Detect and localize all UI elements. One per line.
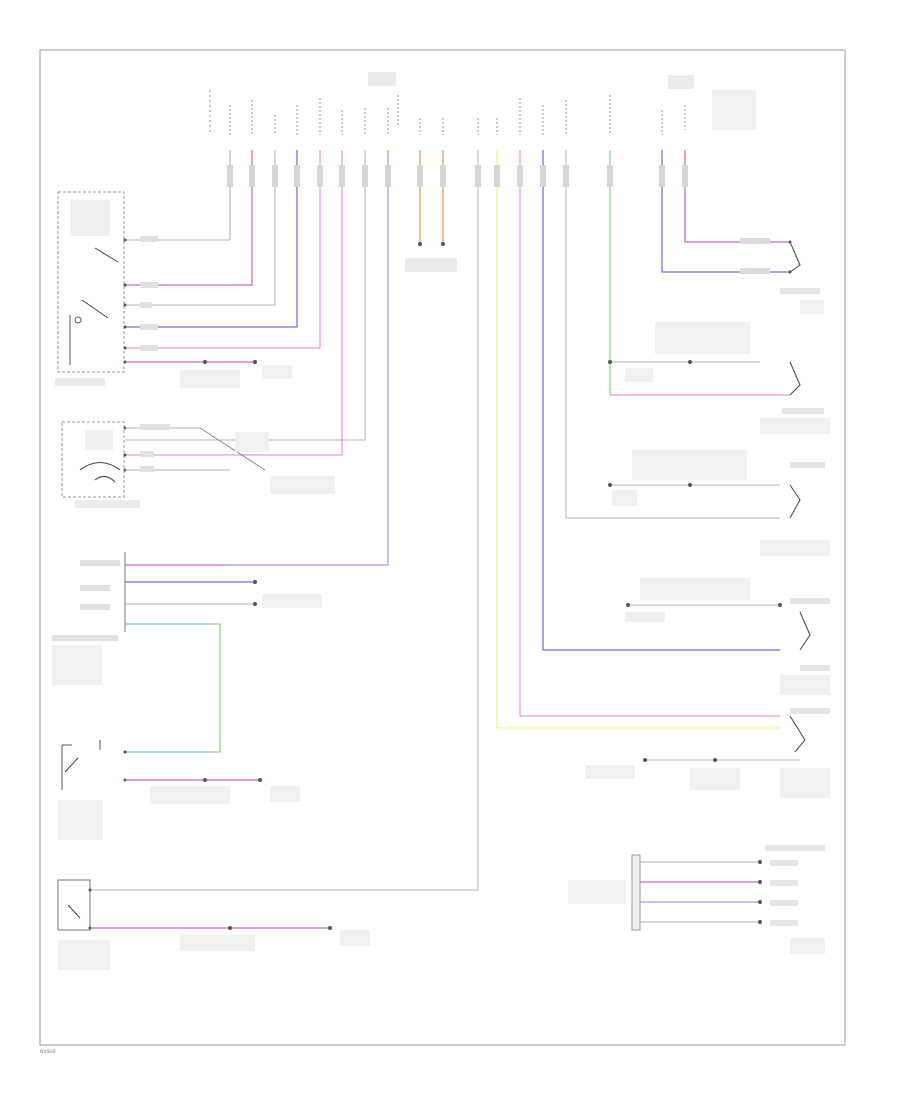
liftgate-switch xyxy=(585,708,830,798)
seat-switch xyxy=(58,740,300,840)
module-connector xyxy=(52,552,322,753)
center-terminal xyxy=(405,242,457,272)
top-pin-labels xyxy=(227,165,688,187)
headlamp-ground-wire xyxy=(125,236,292,388)
bottom-right-connector xyxy=(568,845,825,954)
right-front-door-switch xyxy=(608,450,830,556)
headlamp-switch xyxy=(55,191,127,386)
diagram-id: NXSH0 xyxy=(40,1049,56,1055)
diagram-frame xyxy=(39,49,846,1046)
left-front-door-switch xyxy=(608,322,830,434)
top-vertical-wires xyxy=(90,150,790,891)
right-top-switch xyxy=(740,238,824,314)
top-connector-labels xyxy=(209,72,756,135)
bottom-left-switch xyxy=(57,879,370,970)
dimming-switch xyxy=(61,421,335,508)
rear-door-switch xyxy=(625,578,830,695)
